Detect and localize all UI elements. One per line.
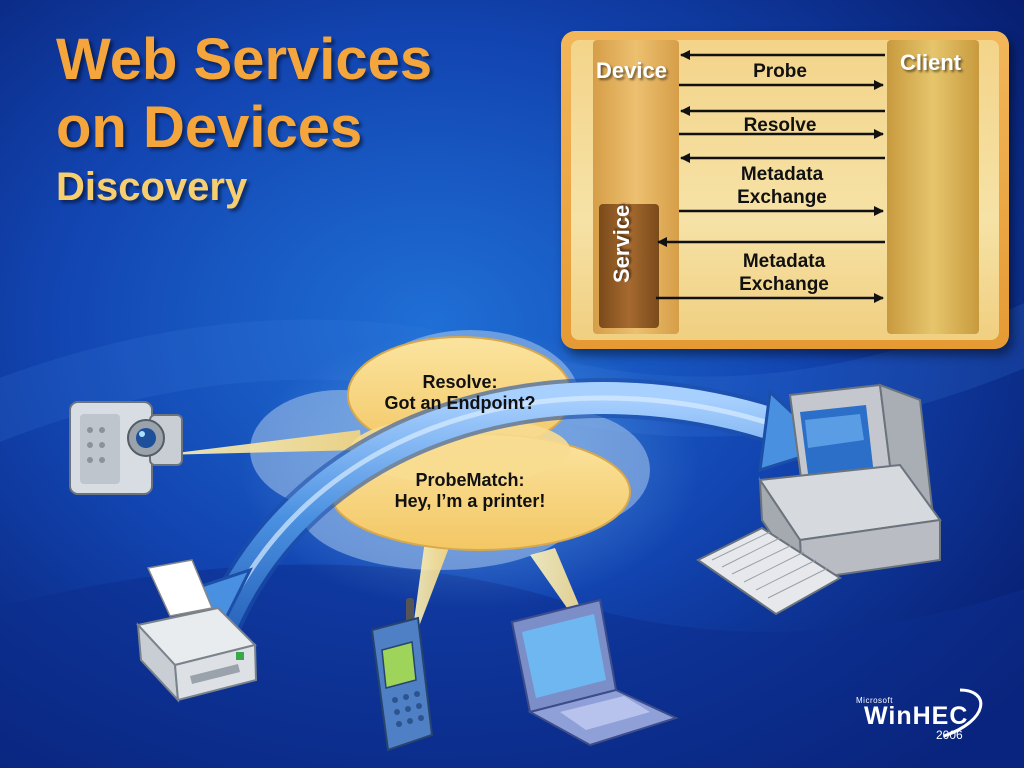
client-lifeline [887,40,979,334]
logo-year: 2006 [936,728,963,742]
winhec-logo-swoosh [943,688,983,738]
probematch-bubble-line2: Hey, I’m a printer! [394,491,546,511]
camcorder-beam [160,430,362,455]
probematch-bubble-text: ProbeMatch: Hey, I’m a printer! [360,470,580,512]
message-metadata-exchange-1: Metadata Exchange [720,163,844,209]
logo-company: Microsoft [856,696,893,705]
message-metadata-exchange-2-line1: Metadata [742,251,826,272]
message-metadata-exchange-2: Metadata Exchange [722,250,846,296]
message-metadata-exchange-1-line1: Metadata [740,164,824,185]
resolve-bubble-text: Resolve: Got an Endpoint? [355,372,565,414]
client-label: Client [900,50,962,75]
message-metadata-exchange-2-line2: Exchange [739,274,829,295]
slide-title-line2: on Devices [56,95,363,160]
message-metadata-exchange-1-line2: Exchange [737,187,827,208]
desktop-computer-icon [696,383,942,616]
device-label: Device [596,58,667,83]
probematch-bubble-line1: ProbeMatch: [415,470,525,490]
logo-name: WinHEC [864,702,969,730]
laptop-icon [510,598,679,747]
resolve-bubble-line2: Got an Endpoint? [384,393,536,413]
phone-beam [410,540,450,650]
resolve-bubble-line1: Resolve: [422,372,498,392]
camcorder-icon [69,401,183,495]
probematch-bubble [329,416,631,551]
mobile-phone-icon [370,598,434,752]
message-resolve: Resolve [743,115,817,136]
printer-icon [136,559,258,703]
slide-subtitle: Discovery [56,165,248,209]
sequence-diagram-panel [561,31,1009,349]
slide-title-line1: Web Services [56,27,433,92]
sequence-diagram-inner [571,40,999,340]
message-probe: Probe [753,61,807,82]
service-box [599,204,659,328]
